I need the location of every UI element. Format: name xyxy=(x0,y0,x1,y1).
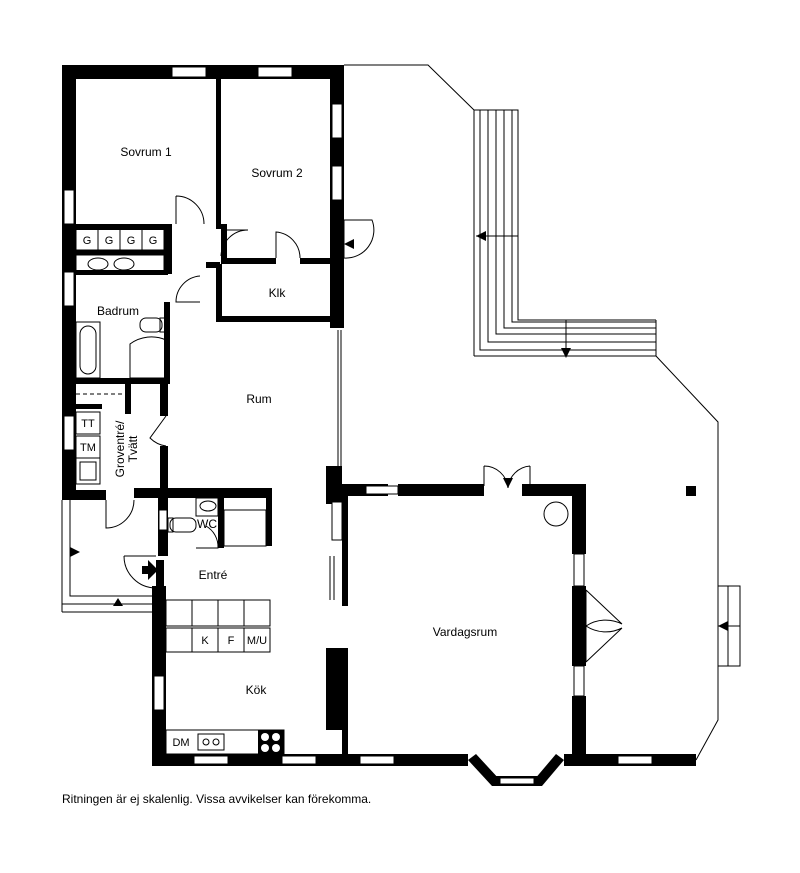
room-label-klk: Klk xyxy=(269,286,287,300)
room-label-tvatt: Tvätt xyxy=(126,435,140,462)
room-label-entre: Entré xyxy=(199,568,228,582)
label-mu: M/U xyxy=(247,635,267,647)
disclaimer-note: Ritningen är ej skalenlig. Vissa avvikel… xyxy=(62,792,372,806)
direction-arrows xyxy=(70,231,728,631)
closet-label: G xyxy=(149,235,158,247)
closet-label: G xyxy=(105,235,114,247)
label-tm: TM xyxy=(80,442,96,454)
walls xyxy=(62,65,696,766)
closet-label: G xyxy=(83,235,92,247)
room-label-wc: WC xyxy=(197,517,217,531)
label-tt: TT xyxy=(81,418,95,430)
closet-label: G xyxy=(127,235,136,247)
room-label-vardagsrum: Vardagsrum xyxy=(433,625,497,639)
room-label-groventre: Groventré/ xyxy=(113,420,127,477)
label-f: F xyxy=(228,635,235,647)
bay-window xyxy=(468,754,564,786)
stove xyxy=(258,730,284,754)
terrace xyxy=(61,64,741,761)
fixtures xyxy=(75,228,569,755)
windows xyxy=(63,66,653,765)
room-label-sovrum1: Sovrum 1 xyxy=(120,145,172,159)
doors xyxy=(105,195,623,663)
room-label-badrum: Badrum xyxy=(97,304,139,318)
label-dm: DM xyxy=(172,737,189,749)
room-label-sovrum2: Sovrum 2 xyxy=(251,166,303,180)
label-k: K xyxy=(201,635,209,647)
room-label-kok: Kök xyxy=(246,683,268,697)
room-label-rum: Rum xyxy=(246,392,271,406)
